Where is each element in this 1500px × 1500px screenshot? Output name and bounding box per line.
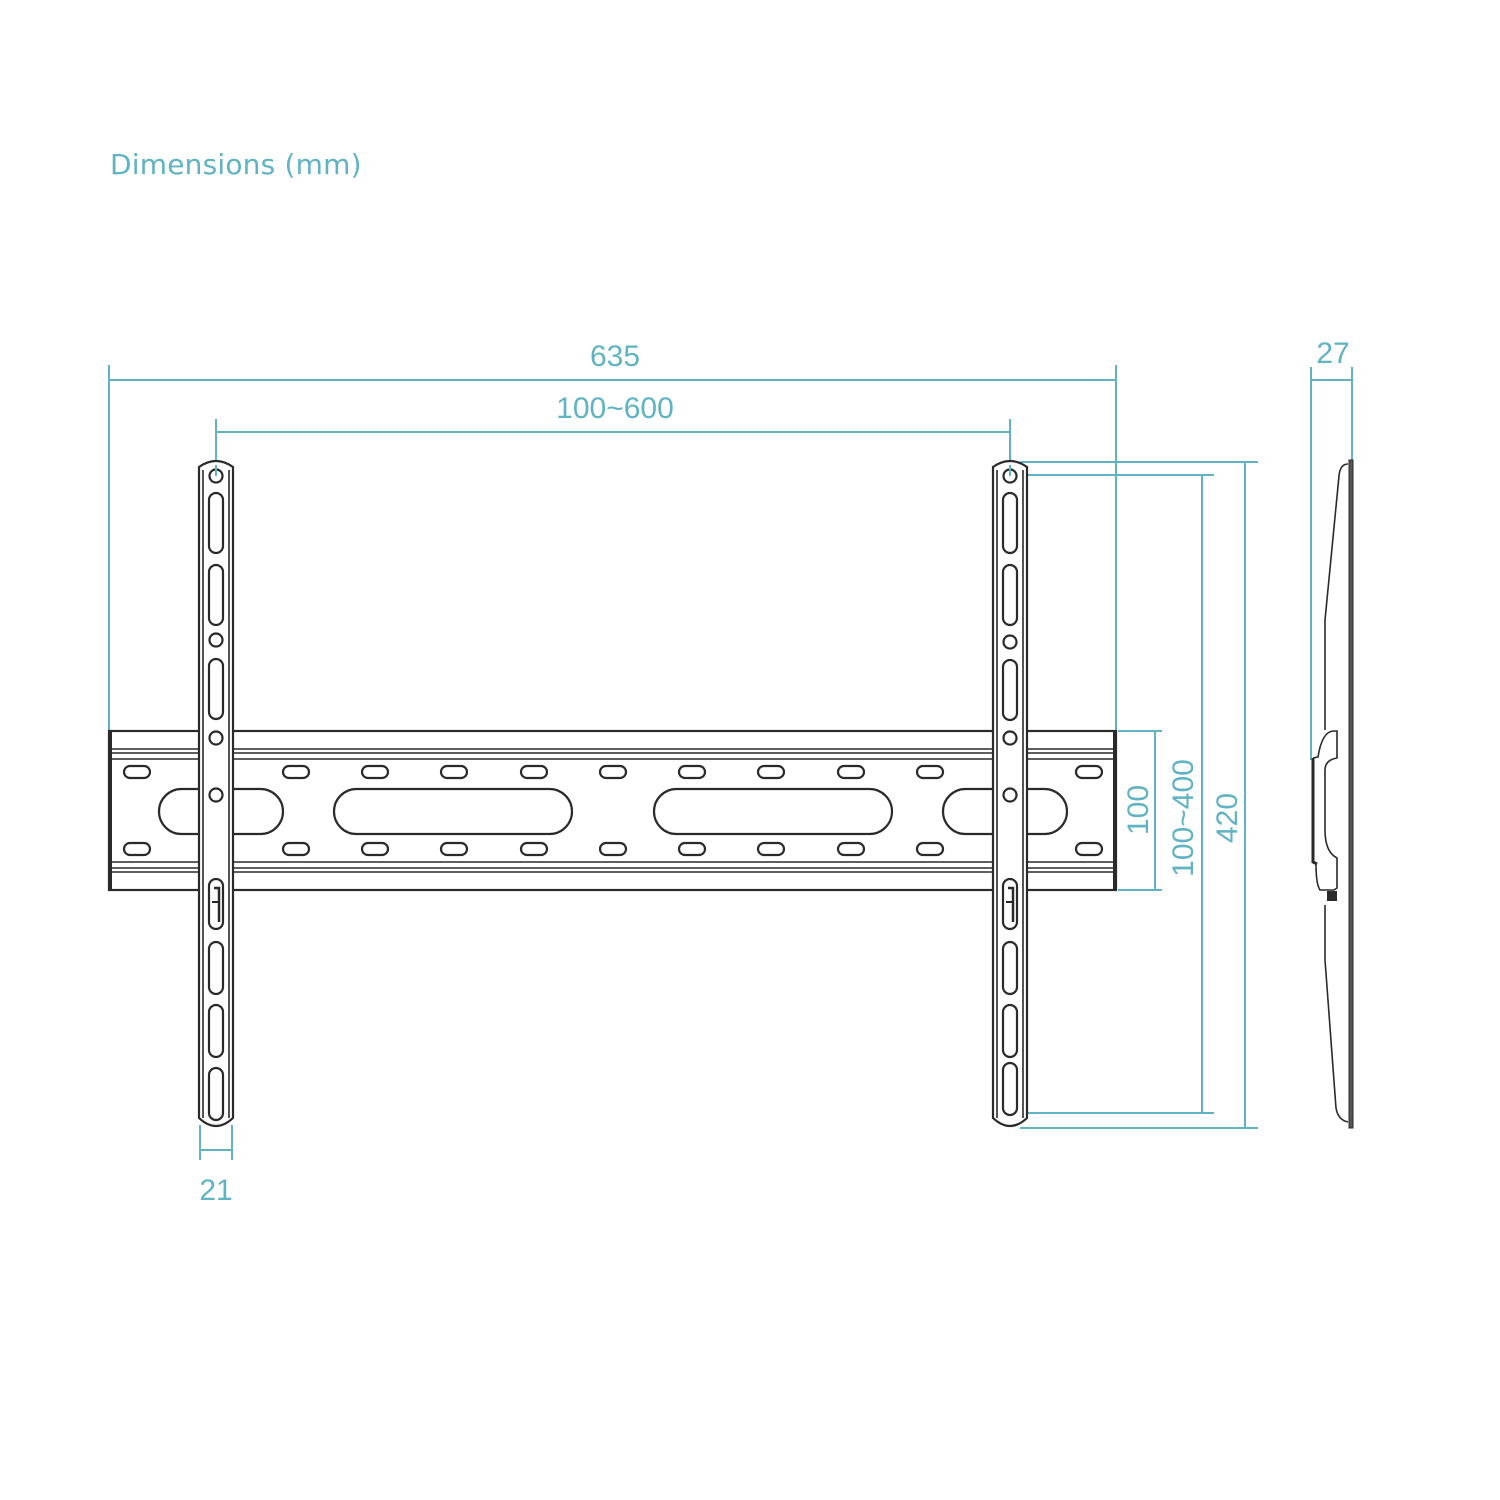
dimension-lines: [108, 365, 1353, 1160]
rail-slots-top: [122, 764, 1104, 780]
dim-vesa-horizontal: 100~600: [556, 392, 674, 425]
right-mounting-arm: [991, 459, 1029, 1128]
diagram-title: Dimensions (mm): [110, 148, 362, 181]
dim-overall-width: 635: [590, 340, 640, 373]
wall-rail: [107, 729, 1118, 892]
left-mounting-arm: [197, 459, 235, 1128]
dimension-labels: 635 100~600 21 27 100 100~400 420: [199, 337, 1349, 1207]
dim-rail-height: 100: [1122, 785, 1155, 835]
side-view-profile: [1311, 459, 1354, 1129]
dim-depth: 27: [1316, 337, 1349, 370]
dim-overall-height: 420: [1211, 793, 1244, 843]
dim-arm-width: 21: [199, 1174, 232, 1207]
rail-cutouts: [157, 787, 1069, 836]
dim-vesa-vertical: 100~400: [1167, 759, 1200, 877]
rail-slots-bottom: [122, 841, 1104, 857]
